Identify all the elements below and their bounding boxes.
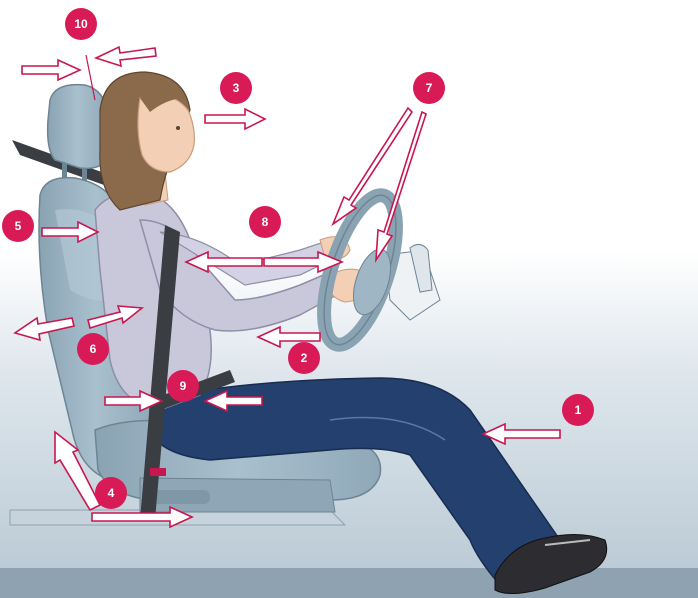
badge-8: 8 [249,206,281,238]
badge-1-label: 1 [575,403,582,417]
badge-4-label: 4 [108,486,115,500]
badge-10: 10 [65,8,97,40]
badge-5: 5 [2,210,34,242]
badge-2: 2 [288,342,320,374]
badge-6-label: 6 [90,342,97,356]
badge-10-label: 10 [74,17,88,31]
badge-3: 3 [220,72,252,104]
badge-9-label: 9 [180,379,187,393]
badge-2-label: 2 [301,351,308,365]
badge-5-label: 5 [15,219,22,233]
headrest [48,85,108,169]
badge-9: 9 [167,370,199,402]
badge-6: 6 [77,333,109,365]
belt-buckle [150,468,166,476]
seat-lever [150,490,210,504]
badge-1: 1 [562,394,594,426]
badge-4: 4 [95,477,127,509]
badge-7-label: 7 [426,81,433,95]
eye [176,126,180,130]
floor-band [0,568,698,598]
badge-7: 7 [413,72,445,104]
badge-8-label: 8 [262,215,269,229]
badge-3-label: 3 [233,81,240,95]
